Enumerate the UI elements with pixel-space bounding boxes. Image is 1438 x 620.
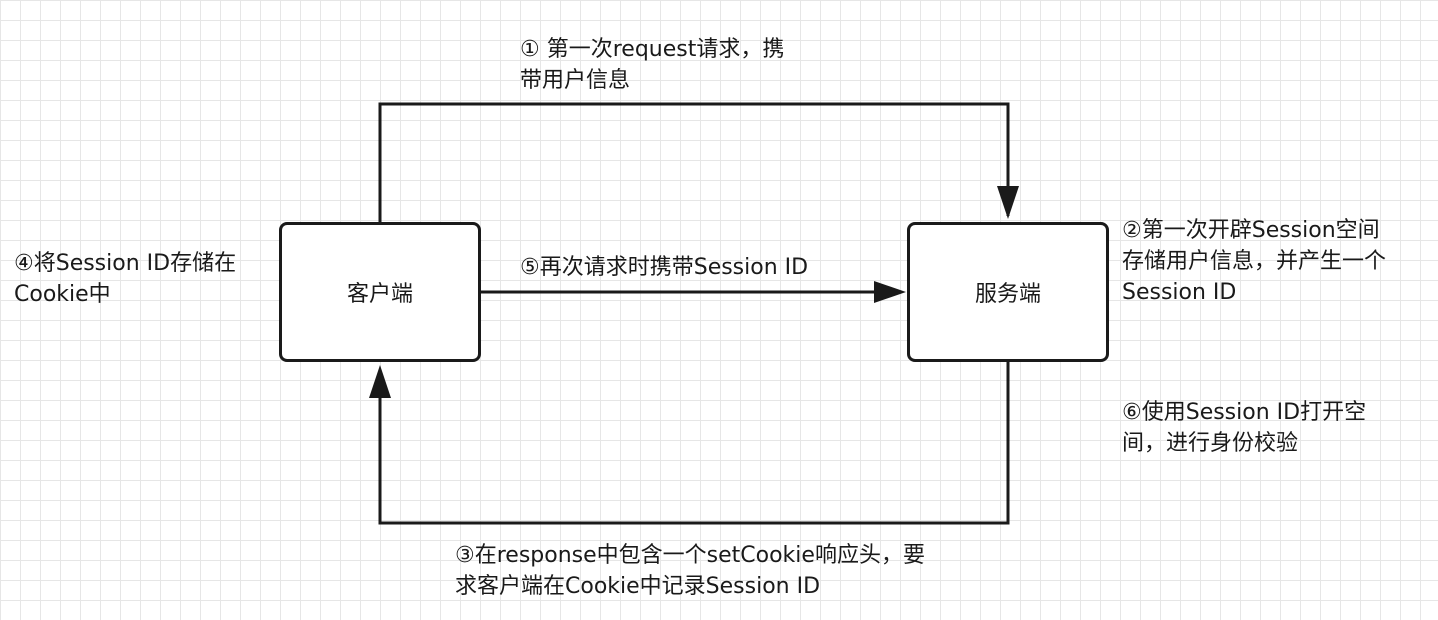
arrowhead-response (369, 365, 391, 398)
arrow-request (378, 102, 1010, 222)
step6-label: ⑥使用Session ID打开空 间，进行身份校验 (1122, 400, 1367, 456)
arrowhead-request (997, 186, 1019, 219)
step1-label: ① 第一次request请求，携 带用户信息 (520, 37, 785, 93)
server-node: 服务端 (907, 222, 1109, 362)
client-node: 客户端 (279, 222, 481, 362)
arrowhead-second-request (874, 281, 906, 303)
step4-label: ④将Session ID存储在 Cookie中 (14, 251, 237, 307)
server-node-label: 服务端 (974, 282, 1041, 307)
step3-label: ③在response中包含一个setCookie响应头，要 求客户端在Cooki… (455, 543, 925, 599)
step2-label: ②第一次开辟Session空间 存储用户信息，并产生一个 Session ID (1122, 218, 1387, 305)
arrow-response (378, 362, 1010, 525)
step5-label: ⑤再次请求时携带Session ID (520, 255, 809, 280)
client-node-label: 客户端 (346, 282, 413, 307)
